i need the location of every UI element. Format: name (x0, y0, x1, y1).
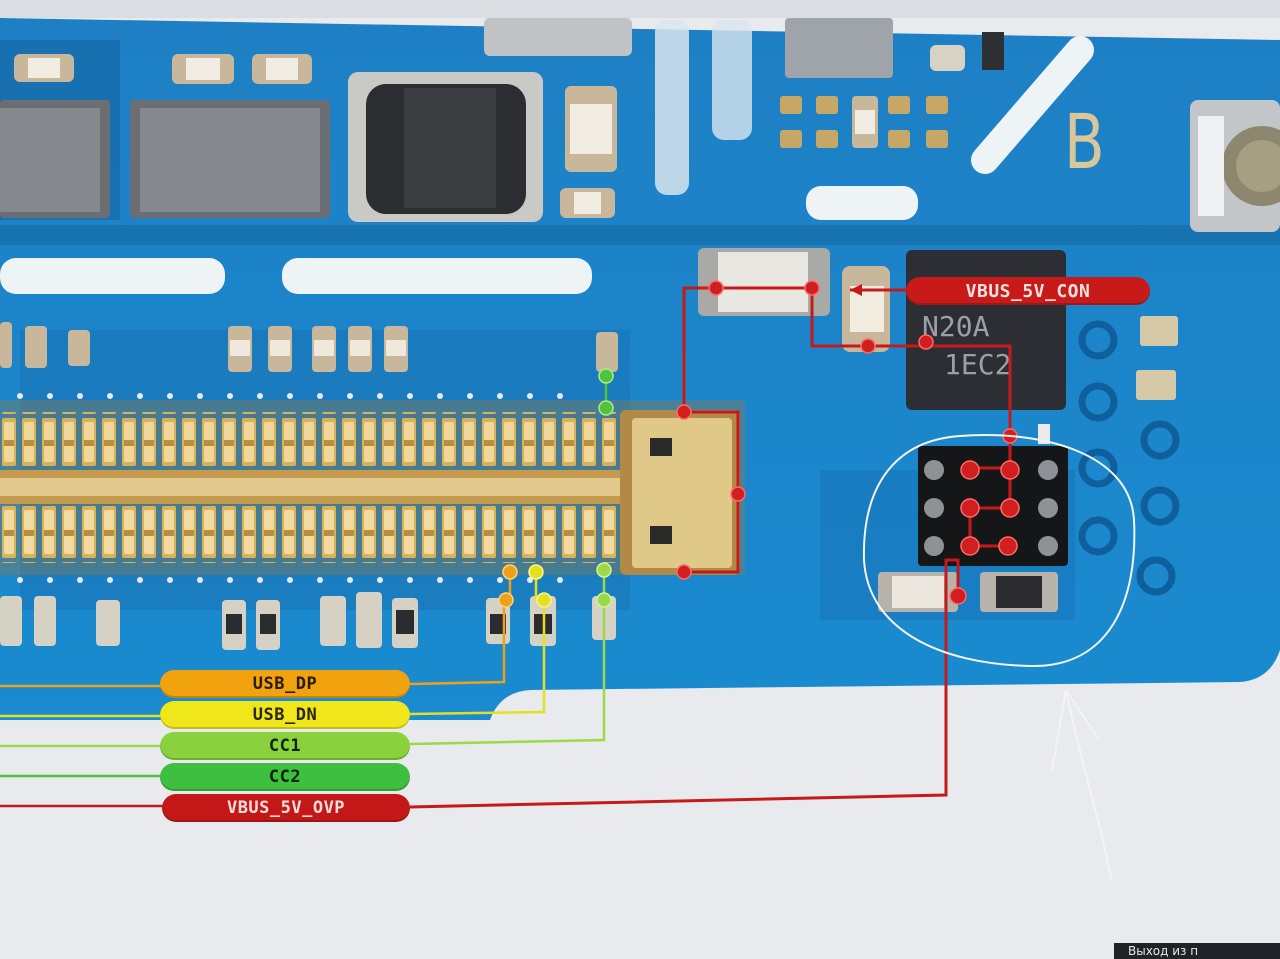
inductor (130, 100, 330, 218)
ovp-chip: N20A 1EC2 (906, 250, 1066, 410)
resistor (980, 572, 1058, 612)
net-label-vbus-5v-ovp[interactable]: VBUS_5V_OVP (162, 794, 410, 822)
capacitor (842, 266, 890, 352)
chip-marking-2: 1EC2 (944, 348, 1011, 381)
silkscreen-bar (282, 258, 592, 294)
fuse-component (698, 248, 830, 316)
capacitor (14, 54, 74, 82)
annotation-arrow (1051, 689, 1113, 883)
net-label-vbus-5v-con[interactable]: VBUS_5V_CON (906, 277, 1150, 305)
net-label-usb-dn[interactable]: USB_DN (160, 701, 410, 729)
exit-fullscreen-hint[interactable]: Выход из п (1114, 943, 1280, 959)
net-label-cc2[interactable]: CC2 (160, 763, 410, 791)
annotation-circle (862, 434, 1136, 668)
capacitor (565, 86, 617, 172)
silkscreen-letter: B (1064, 97, 1105, 186)
net-cc1 (409, 568, 606, 746)
silkscreen-bar (0, 258, 225, 294)
antenna-connector (1190, 100, 1280, 232)
bga-chip (918, 446, 1068, 566)
capacitor (172, 54, 234, 84)
chip-marking-1: N20A (922, 310, 990, 343)
net-label-cc1[interactable]: CC1 (160, 732, 410, 760)
net-label-usb-dp[interactable]: USB_DP (160, 670, 410, 698)
silkscreen-bar (806, 186, 918, 220)
capacitor (252, 54, 312, 84)
capacitor (852, 96, 878, 148)
inductor (0, 100, 110, 218)
capacitor (560, 188, 615, 218)
board-to-board-connector (0, 393, 745, 583)
net-vbus-5v-ovp (409, 558, 960, 809)
resistor (878, 572, 958, 612)
inductor (348, 72, 543, 222)
capacitor-row (0, 592, 616, 650)
